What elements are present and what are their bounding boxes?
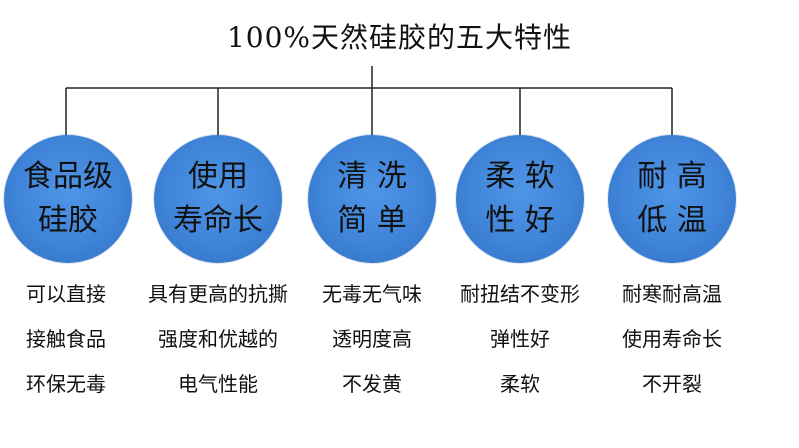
description-line: 可以直接 <box>26 282 106 306</box>
circle-label-line: 清 洗 <box>337 159 407 194</box>
description-line: 电气性能 <box>178 372 258 396</box>
feature-description-long-life: 具有更高的抗撕 强度和优越的 电气性能 <box>143 272 293 407</box>
description-line: 使用寿命长 <box>622 327 722 351</box>
circle-label-line: 硅胶 <box>38 203 98 238</box>
description-line: 接触食品 <box>26 327 106 351</box>
circle-label-line: 食品级 <box>23 159 113 194</box>
description-line: 无毒无气味 <box>322 282 422 306</box>
feature-description-temperature: 耐寒耐高温 使用寿命长 不开裂 <box>597 272 747 407</box>
description-line: 不开裂 <box>642 372 702 396</box>
feature-description-food-grade: 可以直接 接触食品 环保无毒 <box>0 272 141 407</box>
description-line: 透明度高 <box>332 327 412 351</box>
description-line: 不发黄 <box>342 372 402 396</box>
description-line: 弹性好 <box>490 327 550 351</box>
feature-circle-softness: 柔 软 性 好 <box>456 135 584 263</box>
description-line: 柔软 <box>500 372 540 396</box>
description-line: 环保无毒 <box>26 372 106 396</box>
feature-circle-long-life: 使用 寿命长 <box>154 135 282 263</box>
feature-description-easy-clean: 无毒无气味 透明度高 不发黄 <box>297 272 447 407</box>
description-line: 耐扭结不变形 <box>460 282 580 306</box>
description-line: 耐寒耐高温 <box>622 282 722 306</box>
feature-description-softness: 耐扭结不变形 弹性好 柔软 <box>445 272 595 407</box>
circle-label-line: 柔 软 <box>485 159 555 194</box>
feature-circle-temperature: 耐 高 低 温 <box>608 135 736 263</box>
feature-circle-food-grade: 食品级 硅胶 <box>4 135 132 263</box>
feature-circle-easy-clean: 清 洗 简 单 <box>308 135 436 263</box>
circle-label-line: 性 好 <box>485 203 555 238</box>
diagram-title: 100%天然硅胶的五大特性 <box>226 21 573 54</box>
circle-label-line: 使用 <box>188 159 248 194</box>
description-line: 具有更高的抗撕 <box>148 282 288 306</box>
circle-label-line: 耐 高 <box>637 159 707 194</box>
circle-label-line: 低 温 <box>637 203 707 238</box>
circle-label-line: 简 单 <box>337 203 407 238</box>
circle-label-line: 寿命长 <box>173 203 263 238</box>
description-line: 强度和优越的 <box>158 327 278 351</box>
